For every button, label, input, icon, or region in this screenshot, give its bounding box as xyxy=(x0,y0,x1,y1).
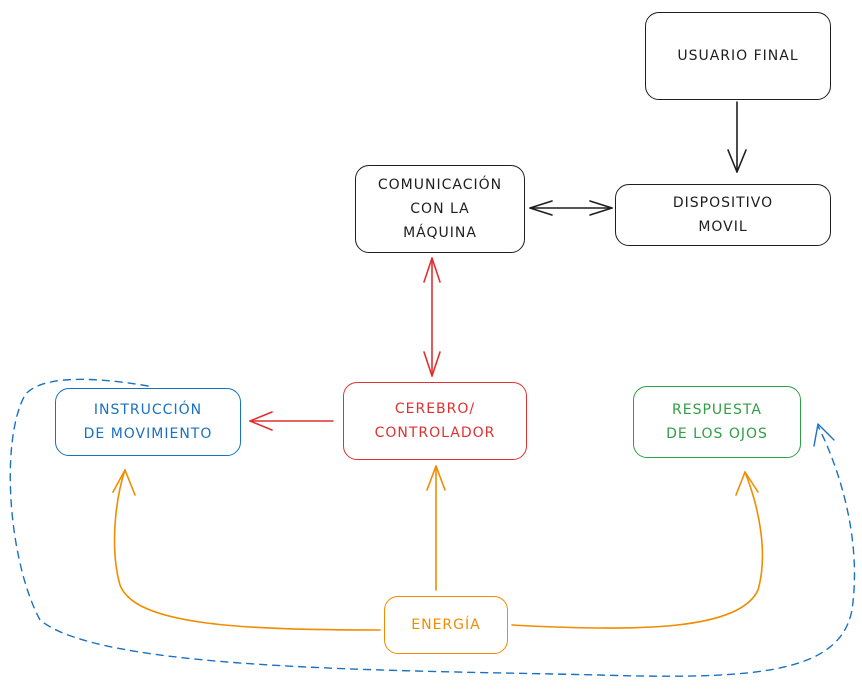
node-respuesta-label: RESPUESTA DE LOS OJOS xyxy=(666,402,768,442)
edge-cerebro-to-instruccion xyxy=(249,411,334,431)
edge-energia-to-respuesta xyxy=(511,471,764,629)
node-cerebro-controlador: CEREBRO/ CONTROLADOR xyxy=(343,382,527,460)
node-instruccion-de-movimiento: INSTRUCCIÓN DE MOVIMIENTO xyxy=(55,388,241,456)
edge-comunicacion-cerebro xyxy=(423,257,441,377)
node-dispositivo-label: DISPOSITIVO MOVIL xyxy=(672,195,774,235)
node-dispositivo-movil: DISPOSITIVO MOVIL xyxy=(615,184,831,246)
node-energia: ENERGÍA xyxy=(384,596,508,654)
node-comunicacion-con-la-maquina: COMUNICACIÓN CON LA MÁQUINA xyxy=(355,165,525,253)
edge-energia-to-cerebro xyxy=(426,465,446,591)
node-cerebro-label: CEREBRO/ CONTROLADOR xyxy=(374,401,496,441)
edge-comunicacion-dispositivo xyxy=(529,200,613,216)
node-usuario-final: USUARIO FINAL xyxy=(645,12,831,100)
node-instruccion-label: INSTRUCCIÓN DE MOVIMIENTO xyxy=(83,402,213,442)
node-energia-label: ENERGÍA xyxy=(411,617,481,633)
node-respuesta-de-los-ojos: RESPUESTA DE LOS OJOS xyxy=(633,386,801,458)
node-comunicacion-label: COMUNICACIÓN CON LA MÁQUINA xyxy=(377,177,503,241)
edge-energia-to-instruccion xyxy=(112,469,381,631)
edge-instruccion-to-respuesta xyxy=(9,378,856,677)
edge-usuario-to-dispositivo xyxy=(727,101,747,173)
node-usuario-final-label: USUARIO FINAL xyxy=(677,48,799,64)
